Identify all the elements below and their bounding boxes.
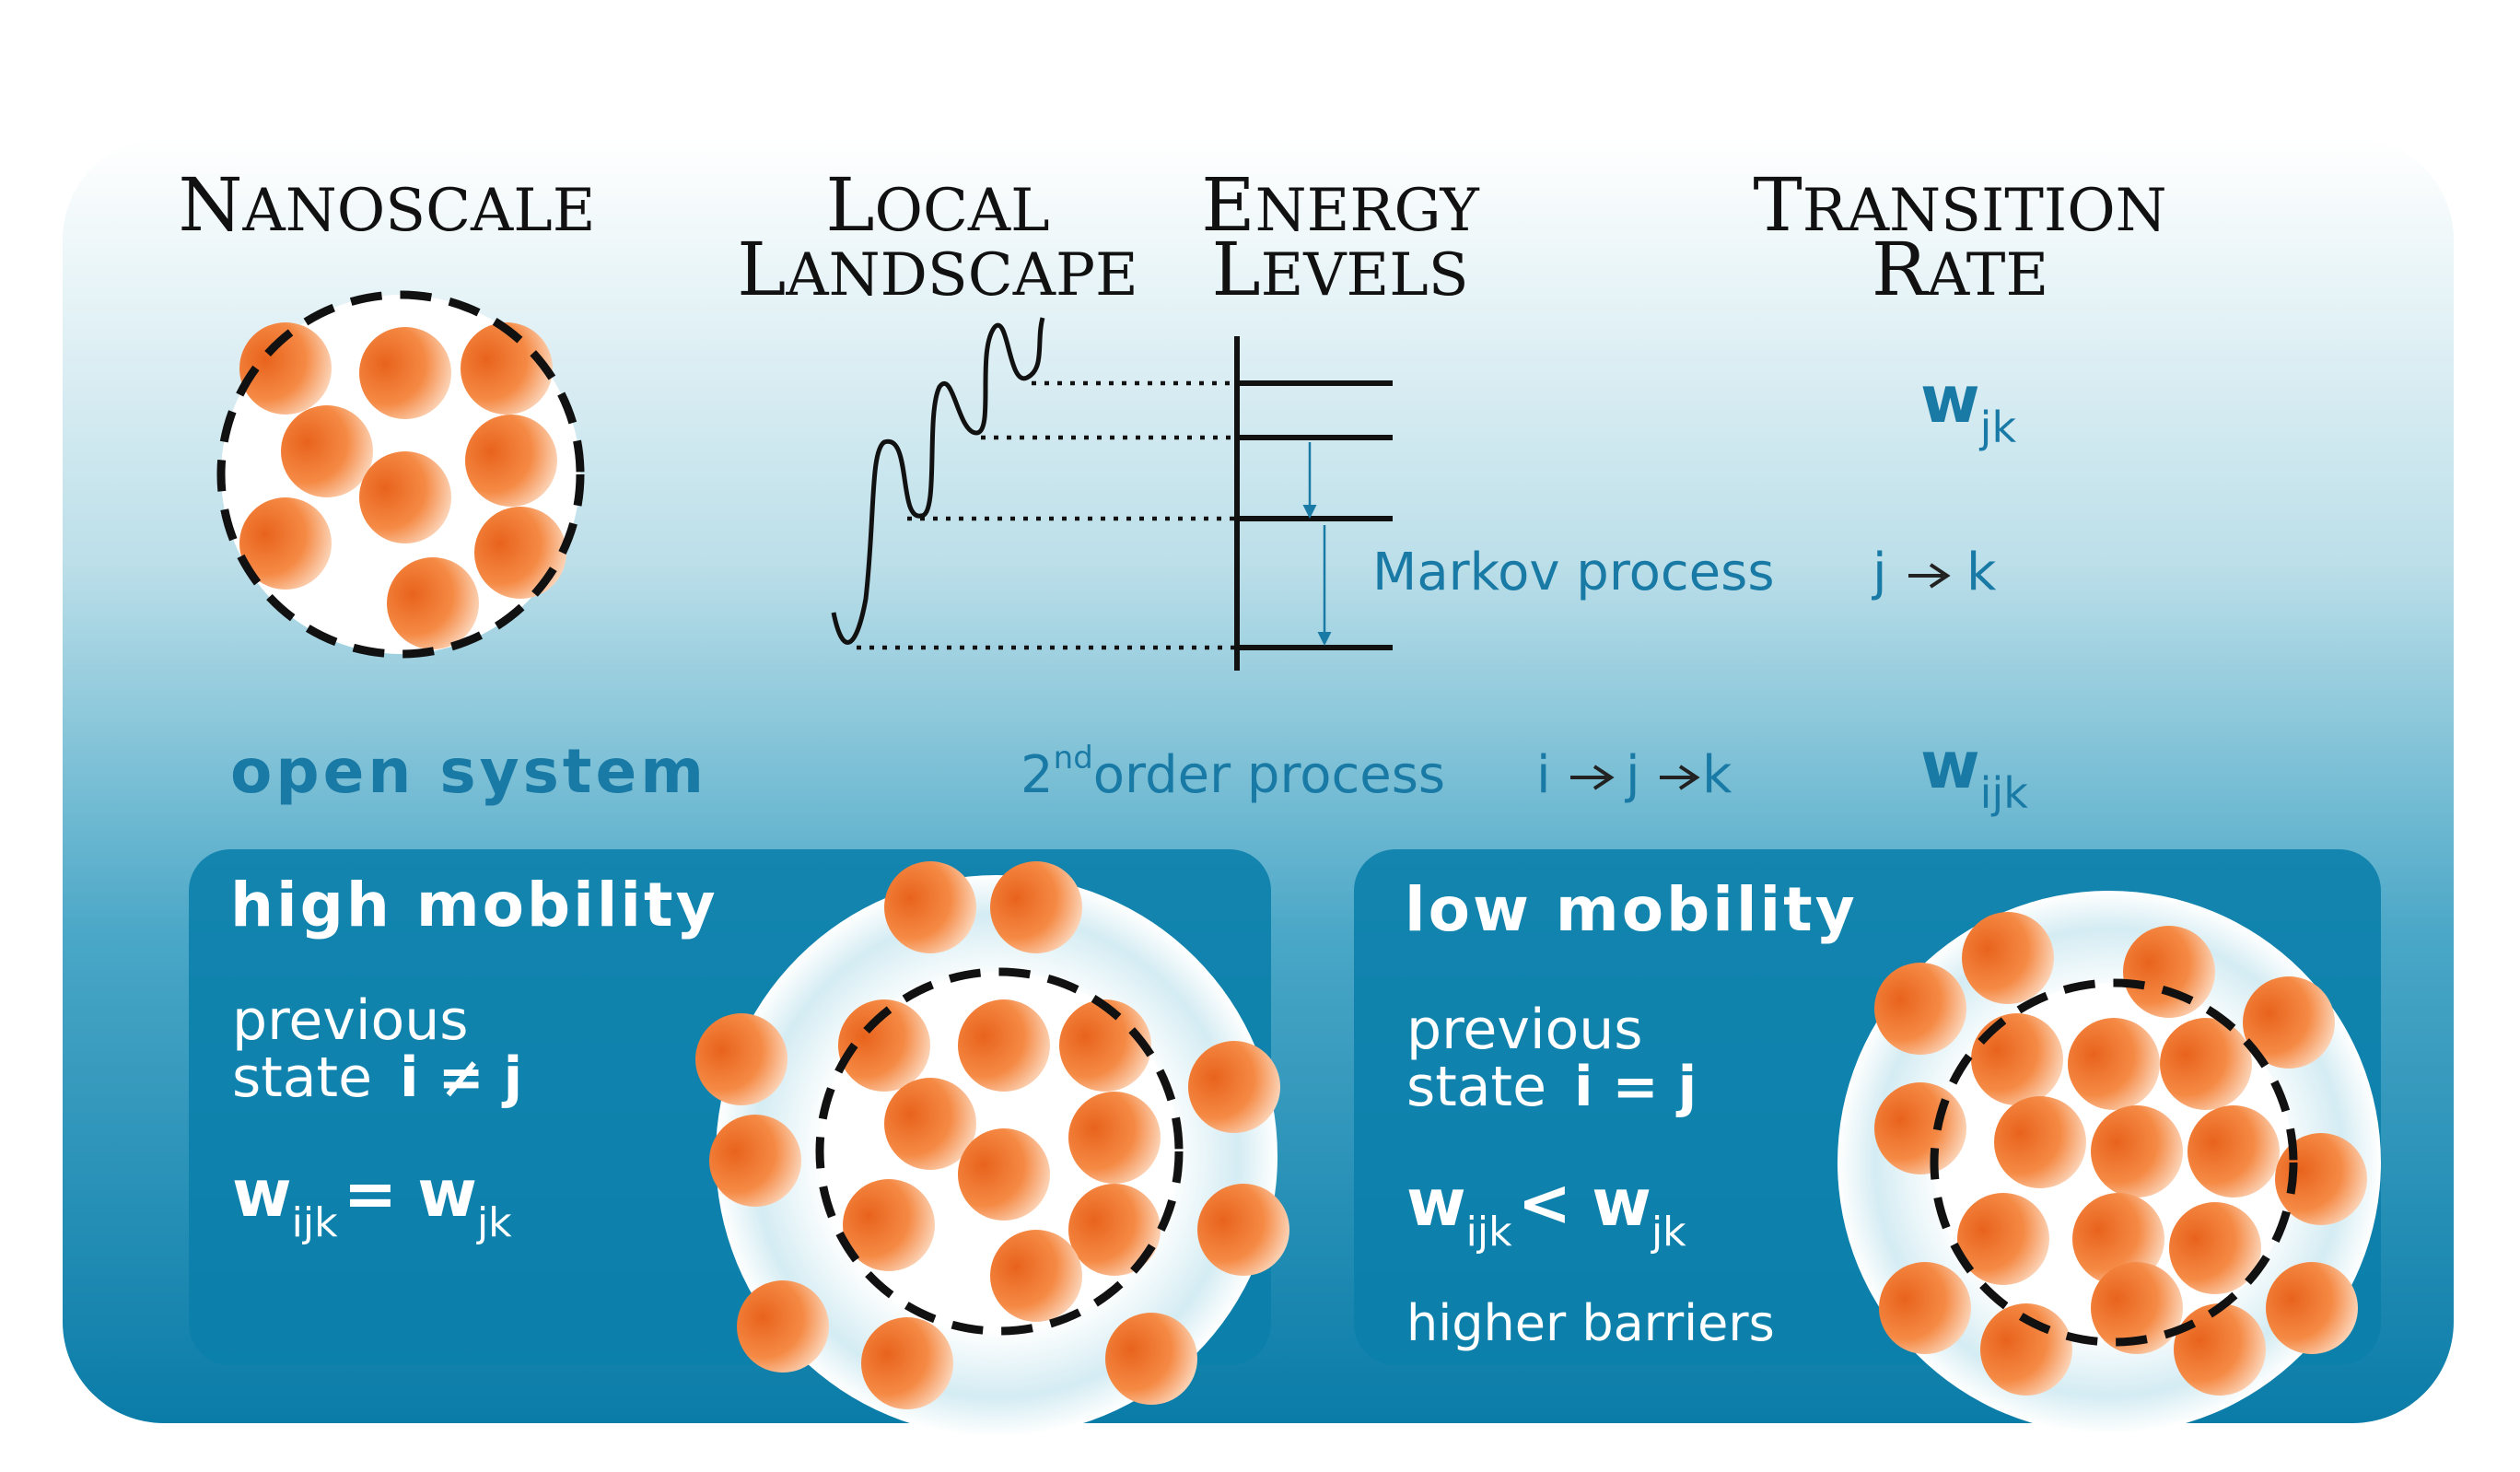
particle: [465, 415, 557, 507]
particle: [239, 497, 332, 590]
particle: [2160, 1018, 2252, 1110]
particle: [281, 405, 373, 497]
particle: [1068, 1092, 1161, 1184]
high-mobility-cluster: [695, 861, 1289, 1437]
svg-text:low mobility: low mobility: [1405, 874, 1858, 945]
particle: [2169, 1202, 2261, 1294]
svg-text:TRANSITION: TRANSITION: [1753, 162, 2166, 248]
svg-text:wijk=wjk: wijk=wjk: [232, 1156, 512, 1246]
svg-text:RATE: RATE: [1872, 227, 2048, 312]
svg-text:high mobility: high mobility: [230, 870, 718, 940]
particle: [695, 1013, 788, 1105]
svg-text:i: i: [1536, 745, 1551, 805]
svg-text:ENERGY: ENERGY: [1201, 162, 1479, 248]
low-mobility-cluster: [1838, 891, 2381, 1434]
particle: [2266, 1262, 2358, 1354]
svg-text:wijk<wjk: wijk<wjk: [1406, 1165, 1686, 1256]
level-connectors: [857, 380, 1234, 650]
particle: [1962, 912, 2054, 1004]
svg-text:LEVELS: LEVELS: [1211, 227, 1468, 312]
particle: [1957, 1193, 2049, 1285]
cluster-particles: [1874, 912, 2367, 1396]
particle: [2275, 1133, 2367, 1225]
particle: [359, 327, 451, 419]
particle: [1971, 1013, 2063, 1105]
header-local-landscape: LOCAL LANDSCAPE: [737, 162, 1138, 312]
particle: [838, 999, 930, 1092]
particle: [461, 322, 553, 415]
header-nanoscale: NANOSCALE: [179, 162, 596, 248]
arrow-icon: [1908, 563, 1951, 589]
particle: [2072, 1193, 2164, 1285]
arrow-icon: [1570, 765, 1615, 790]
rate-w-ijk: wijk: [1920, 728, 2028, 818]
svg-text:NANOSCALE: NANOSCALE: [179, 162, 596, 248]
cluster-particles: [695, 861, 1289, 1409]
particle: [1059, 999, 1151, 1092]
particle: [1188, 1041, 1280, 1133]
particle: [884, 861, 976, 953]
header-energy-levels: ENERGY LEVELS: [1201, 162, 1479, 312]
particle: [1068, 1184, 1161, 1276]
particle: [861, 1317, 953, 1409]
svg-text:k: k: [1702, 745, 1732, 805]
particle: [2188, 1105, 2280, 1197]
svg-text:previous: previous: [232, 988, 469, 1053]
energy-levels: [1234, 336, 1393, 671]
particle: [359, 451, 451, 543]
markov-process-label: Markov process j k: [1372, 543, 1997, 602]
particle: [1105, 1313, 1197, 1405]
particle: [990, 861, 1082, 953]
svg-text:j: j: [1624, 745, 1640, 805]
svg-text:j: j: [1871, 543, 1887, 602]
energy-landscape-curve: [831, 317, 1045, 645]
particle: [884, 1078, 976, 1170]
particle: [2174, 1303, 2266, 1396]
particle: [737, 1280, 829, 1373]
particle: [1874, 963, 1966, 1055]
particle: [1197, 1184, 1289, 1276]
particle: [239, 322, 332, 415]
open-system-label: open system: [230, 736, 707, 807]
particle: [2243, 976, 2335, 1069]
svg-text:higher barriers: higher barriers: [1406, 1294, 1775, 1352]
particle: [2068, 1018, 2160, 1110]
nanoscale-cluster: [216, 290, 585, 659]
particle: [1994, 1096, 2086, 1188]
particle: [474, 507, 566, 599]
particle: [2123, 926, 2215, 1018]
particle: [387, 557, 479, 649]
level-transition-arrows: [1302, 442, 1332, 646]
svg-text:LOCAL: LOCAL: [825, 162, 1049, 248]
svg-text:2ndorder process: 2ndorder process: [1021, 740, 1445, 805]
svg-text:Markov process: Markov process: [1372, 543, 1775, 602]
particle: [2091, 1262, 2183, 1354]
svg-text:k: k: [1966, 543, 1997, 602]
cluster-particles: [239, 322, 566, 649]
particle: [709, 1115, 801, 1207]
particle: [990, 1230, 1082, 1322]
svg-text:LANDSCAPE: LANDSCAPE: [737, 227, 1138, 312]
second-order-label: 2ndorder process i j k: [1021, 740, 1732, 805]
header-transition-rate: TRANSITION RATE: [1753, 162, 2166, 312]
particle: [843, 1179, 935, 1271]
particle: [958, 999, 1050, 1092]
particle: [1874, 1082, 1966, 1174]
arrow-icon: [1660, 765, 1700, 790]
particle: [2091, 1105, 2183, 1197]
particle: [1879, 1262, 1971, 1354]
particle: [958, 1128, 1050, 1221]
svg-text:previous: previous: [1406, 998, 1643, 1062]
rate-w-jk: wjk: [1920, 362, 2016, 452]
